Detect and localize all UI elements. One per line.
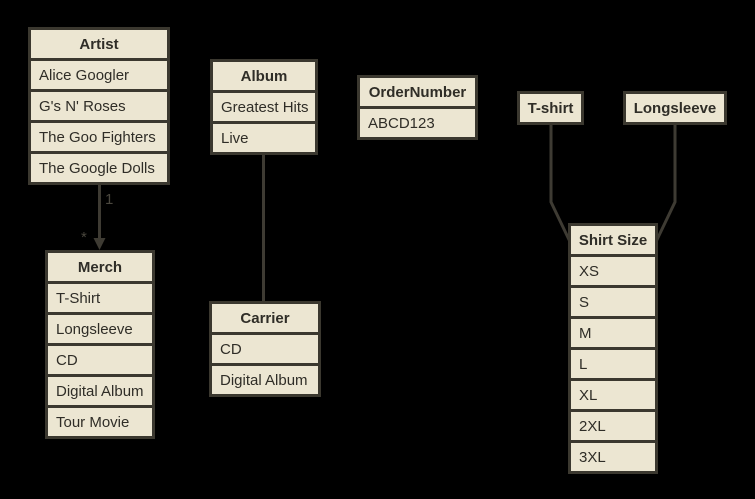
table-album: Album Greatest Hits Live [210, 59, 318, 155]
table-row: CD [48, 346, 152, 374]
table-ordernumber-header: OrderNumber [360, 78, 475, 106]
table-row: 3XL [571, 443, 655, 471]
table-row: XS [571, 257, 655, 285]
table-row: The Google Dolls [31, 154, 167, 182]
table-row: M [571, 319, 655, 347]
table-merch: Merch T-Shirt Longsleeve CD Digital Albu… [45, 250, 155, 439]
table-row: 2XL [571, 412, 655, 440]
table-shirtsize: Shirt Size XS S M L XL 2XL 3XL [568, 223, 658, 474]
table-shirtsize-header: Shirt Size [571, 226, 655, 254]
table-album-header: Album [213, 62, 315, 90]
table-row: ABCD123 [360, 109, 475, 137]
table-row: S [571, 288, 655, 316]
arrowhead-artist-merch [93, 238, 106, 250]
table-row: G's N' Roses [31, 92, 167, 120]
table-row: Digital Album [48, 377, 152, 405]
table-artist: Artist Alice Googler G's N' Roses The Go… [28, 27, 170, 185]
table-merch-header: Merch [48, 253, 152, 281]
node-longsleeve-label: Longsleeve [626, 94, 724, 122]
table-carrier: Carrier CD Digital Album [209, 301, 321, 397]
table-artist-header: Artist [31, 30, 167, 58]
table-row: Greatest Hits [213, 93, 315, 121]
table-ordernumber: OrderNumber ABCD123 [357, 75, 478, 140]
cardinality-one-label: 1 [105, 191, 113, 208]
table-row: Digital Album [212, 366, 318, 394]
table-row: T-Shirt [48, 284, 152, 312]
table-row: Tour Movie [48, 408, 152, 436]
cardinality-many-label: * [81, 229, 87, 246]
table-row: The Goo Fighters [31, 123, 167, 151]
connector-tshirt-shirtsize [549, 122, 575, 249]
table-row: CD [212, 335, 318, 363]
node-longsleeve: Longsleeve [623, 91, 727, 125]
table-row: Longsleeve [48, 315, 152, 343]
table-row: Live [213, 124, 315, 152]
table-row: Alice Googler [31, 61, 167, 89]
connector-longsleeve-shirtsize [651, 122, 677, 249]
node-tshirt-label: T-shirt [520, 94, 581, 122]
table-carrier-header: Carrier [212, 304, 318, 332]
node-tshirt: T-shirt [517, 91, 584, 125]
table-row: XL [571, 381, 655, 409]
table-row: L [571, 350, 655, 378]
